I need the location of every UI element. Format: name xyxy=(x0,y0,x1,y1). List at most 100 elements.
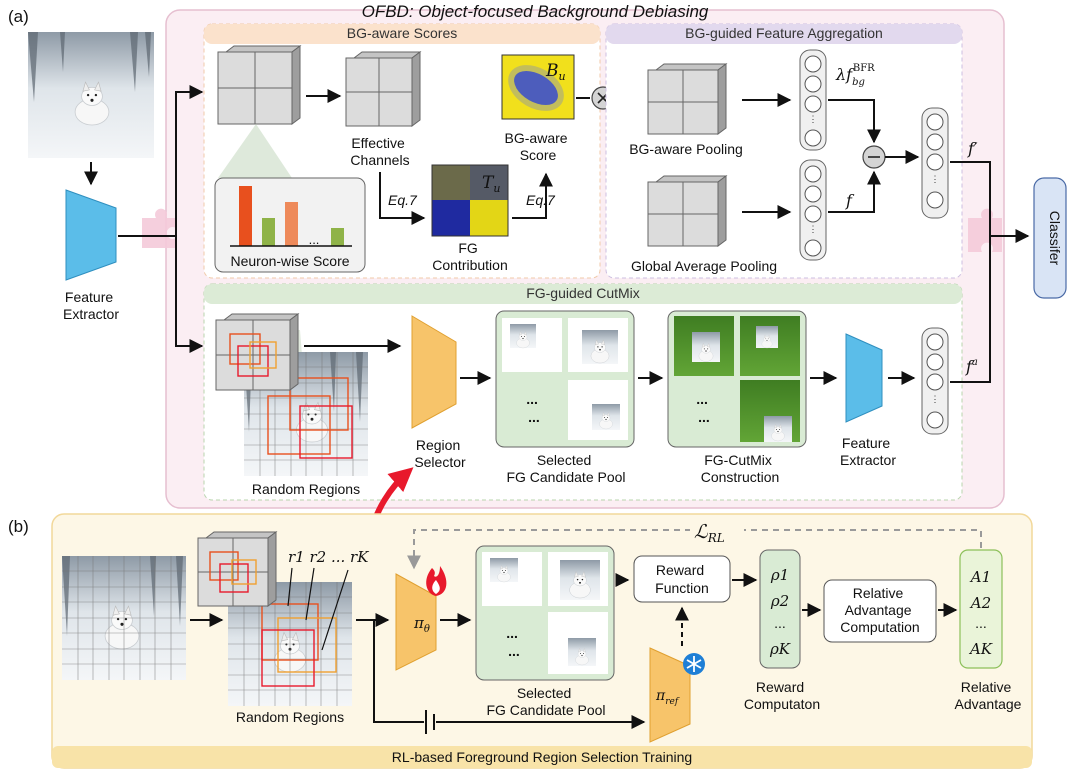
vector-fa: ⋮ xyxy=(921,327,949,435)
input-image-a xyxy=(28,32,154,158)
arrow-eq7-left xyxy=(379,172,426,225)
bar-1 xyxy=(239,186,252,246)
svg-text:⋮: ⋮ xyxy=(809,114,818,124)
fa-main: f xyxy=(965,357,975,376)
selected-pool-label-b: Selected FG Candidate Pool xyxy=(486,685,605,718)
neuron-ellipsis: ... xyxy=(309,232,320,247)
selected-pool-a-line2: FG Candidate Pool xyxy=(506,469,625,485)
relative-adv-comp-line2: Advantage xyxy=(845,602,912,618)
relative-adv-comp-line1: Relative xyxy=(853,585,904,601)
f-prime-label: f′ xyxy=(967,139,978,158)
loss-main: ℒ xyxy=(694,521,709,543)
eq7-right: Eq.7 xyxy=(526,192,556,208)
rho-2: ρ2 xyxy=(770,592,789,610)
reward-computation-line2: Computaton xyxy=(744,696,820,712)
t-u-sub: u xyxy=(493,182,500,195)
bg-aware-score-label: BG-aware Score xyxy=(505,130,572,163)
rho-1: ρ1 xyxy=(770,566,789,584)
relative-adv-comp-label: Relative Advantage Computation xyxy=(840,585,919,635)
policy-theta-shape xyxy=(395,573,437,671)
classifier-label: Classifer xyxy=(1047,211,1063,266)
fg-candidate-pool-b xyxy=(475,545,615,681)
feature-cube-3 xyxy=(647,63,728,135)
pi-theta-main: π xyxy=(413,614,425,632)
construction-line1: FG-CutMix xyxy=(704,452,772,468)
reward-function-label: Reward Function xyxy=(655,562,709,596)
line-regions-to-battery xyxy=(373,620,424,723)
adv-ellipsis: ... xyxy=(975,615,987,631)
pool-a-dots: ... ... xyxy=(526,391,542,425)
neuron-score-bars xyxy=(230,186,352,247)
feature-cube-6 xyxy=(197,531,278,607)
selected-pool-b-line1: Selected xyxy=(517,685,571,701)
feature-cube-4 xyxy=(647,175,728,247)
puzzle-piece-right xyxy=(968,208,1002,252)
pool-b-dots-2: ... xyxy=(508,643,520,659)
feature-extractor-line2: Extractor xyxy=(63,306,119,322)
random-regions-label-a: Random Regions xyxy=(252,481,360,497)
cutmix-header: FG-guided CutMix xyxy=(526,285,640,301)
neuron-callout-wedge xyxy=(218,124,292,178)
pool-a-dots-1: ... xyxy=(526,391,538,407)
random-regions-image-a xyxy=(244,352,368,476)
fire-icon xyxy=(426,566,447,596)
reward-computation-line1: Reward xyxy=(756,679,804,695)
feature-extractor-2-shape xyxy=(845,333,883,423)
input-image-b xyxy=(62,556,186,680)
panel-b-footer-bar xyxy=(52,746,1032,768)
region-selector-line2: Selector xyxy=(414,454,466,470)
arrow-fprime-to-classifier xyxy=(950,161,1030,243)
adv-k: AK xyxy=(968,640,993,658)
reward-function-box xyxy=(633,555,731,603)
relative-advantage-line2: Advantage xyxy=(955,696,1022,712)
arrow-vec2-to-minus xyxy=(828,170,881,213)
arrow-to-cutmix xyxy=(175,236,204,353)
rho-column xyxy=(759,549,801,669)
loss-label-bg xyxy=(690,520,744,542)
feature-cube-2 xyxy=(345,51,422,127)
selected-pool-label-a: Selected FG Candidate Pool xyxy=(506,452,625,485)
pi-theta-label: πθ xyxy=(413,614,430,635)
b-u-main: B xyxy=(545,61,559,81)
fg-contribution-line1: FG xyxy=(458,240,477,256)
r-label-leaders xyxy=(287,567,349,651)
construction-dots-1: ... xyxy=(696,391,708,407)
region-selector-shape xyxy=(411,315,457,429)
cutmix-header-bar xyxy=(204,284,962,304)
feature-cube-5 xyxy=(215,313,300,391)
loss-label: ℒRL xyxy=(694,521,725,545)
rho-k: ρK xyxy=(769,640,791,658)
reward-computation-label: Reward Computaton xyxy=(744,679,820,712)
svg-text:⋮: ⋮ xyxy=(931,394,940,404)
adv-2: A2 xyxy=(969,594,991,612)
panel-a-title: OFBD: Object-focused Background Debiasin… xyxy=(362,2,709,21)
svg-text:⋮: ⋮ xyxy=(809,224,818,234)
lambda-f-sub: bg xyxy=(852,77,865,88)
vector-f-prime: ⋮ xyxy=(921,107,949,219)
feature-cube-1 xyxy=(217,45,302,125)
feature-extractor-line1: Feature xyxy=(65,289,113,305)
random-regions-label-b: Random Regions xyxy=(236,709,344,725)
selected-pool-a-line1: Selected xyxy=(537,452,591,468)
bg-aware-score-line1: BG-aware xyxy=(505,130,568,146)
classifier-box xyxy=(1033,177,1067,299)
bar-2 xyxy=(262,218,275,246)
construction-label: FG-CutMix Construction xyxy=(701,452,780,485)
f-label: f xyxy=(845,191,855,210)
feature-extractor-2-line1: Feature xyxy=(842,435,890,451)
effective-channels-label: Effective Channels xyxy=(350,135,409,168)
fg-contribution-label: FG Contribution xyxy=(432,240,508,273)
relative-adv-comp-box xyxy=(823,579,937,643)
pool-b-dots-1: ... xyxy=(506,625,518,641)
construction-line2: Construction xyxy=(701,469,780,485)
selected-pool-b-line2: FG Candidate Pool xyxy=(486,702,605,718)
battery-symbol xyxy=(425,710,435,734)
fg-cutmix-construction xyxy=(667,310,807,448)
feature-extractor-2-label: Feature Extractor xyxy=(840,435,896,468)
reward-function-line1: Reward xyxy=(656,562,704,578)
panel-b-footer: RL-based Foreground Region Selection Tra… xyxy=(392,749,692,765)
vector-f: ⋮ xyxy=(799,159,827,261)
neuron-score-label: Neuron-wise Score xyxy=(230,253,349,269)
bg-aware-score-line2: Score xyxy=(520,147,557,163)
